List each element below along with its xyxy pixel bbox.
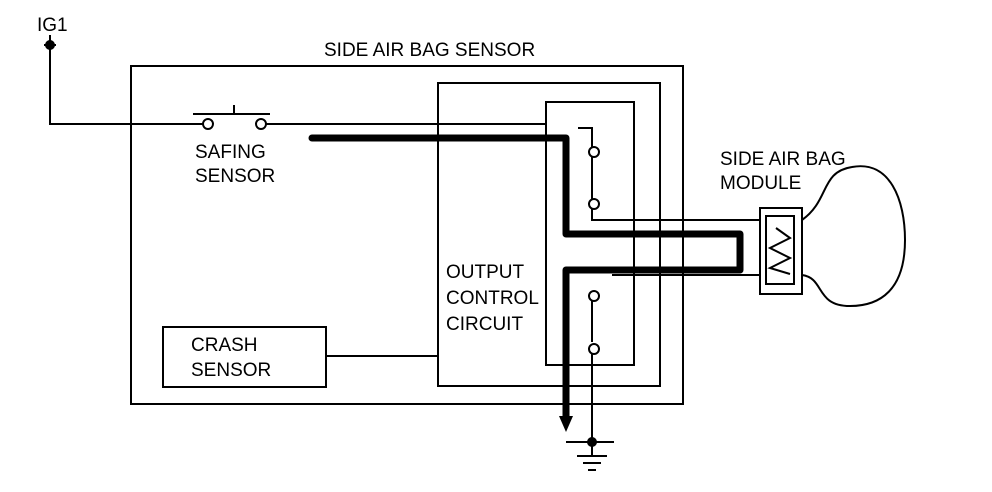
output-control-label-line2: CONTROL [446,288,539,309]
safing-sensor-label-line2: SENSOR [195,166,275,187]
side-air-bag-sensor-title: SIDE AIR BAG SENSOR [324,40,535,61]
safing-sensor-switch [193,105,546,130]
crash-sensor-label-line1: CRASH [191,335,258,356]
output-control-label-line3: CIRCUIT [446,314,523,335]
current-flow-path [308,134,744,422]
crash-sensor-label-line2: SENSOR [191,360,271,381]
ground-symbol [566,437,614,471]
ig1-terminal: IG1 [37,15,68,55]
ig1-label: IG1 [37,15,68,36]
side-air-bag-module [759,165,907,308]
output-control-label-line1: OUTPUT [446,262,525,283]
side-air-bag-module-label-line1: SIDE AIR BAG [720,149,846,170]
side-air-bag-module-label-line2: MODULE [720,173,801,194]
safing-sensor-label-line1: SAFING [195,142,266,163]
current-flow-arrow [559,416,573,432]
output-switch-contacts [588,146,600,355]
ig1-supply-wire [49,45,203,125]
